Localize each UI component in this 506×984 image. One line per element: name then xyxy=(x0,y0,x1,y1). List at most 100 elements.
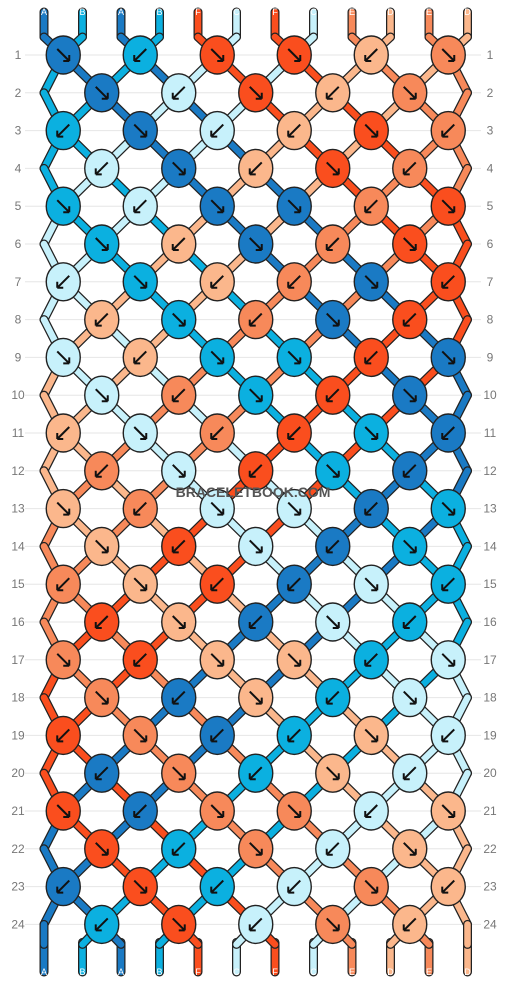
knot-arrow-icon xyxy=(249,86,263,100)
knot-arrow-icon xyxy=(133,577,148,592)
knot-arrow-icon xyxy=(325,539,340,554)
knot-arrow-icon xyxy=(287,501,302,516)
knot-arrow-icon xyxy=(287,653,302,667)
knot-arrow-icon xyxy=(287,577,301,592)
knot-arrow-icon xyxy=(402,615,417,629)
strand-label-bottom: A xyxy=(41,967,47,977)
knot-arrow-icon xyxy=(287,275,301,289)
knot-arrow-icon xyxy=(95,86,109,100)
knot-arrow-icon xyxy=(210,48,225,62)
knot-arrow-icon xyxy=(210,275,224,289)
knot-arrow-icon xyxy=(441,275,455,289)
strand-label-bottom: D xyxy=(387,967,394,977)
row-label-right: 18 xyxy=(483,691,497,705)
row-label-right: 24 xyxy=(483,917,497,931)
watermark-text: BRACELETBOOK.COM xyxy=(176,484,331,500)
knot-arrow-icon xyxy=(56,879,70,894)
knot-arrow-icon xyxy=(326,917,340,932)
row-label-right: 19 xyxy=(483,728,497,742)
knot-arrow-icon xyxy=(441,426,455,440)
knot-arrow-icon xyxy=(172,161,186,176)
row-label-left: 7 xyxy=(15,275,22,289)
knot-arrow-icon xyxy=(364,653,378,667)
knot-arrow-icon xyxy=(248,312,263,327)
row-label-left: 16 xyxy=(11,615,25,629)
knot-arrow-icon xyxy=(210,350,225,365)
knot-arrow-icon xyxy=(248,161,263,176)
strand-label-top: F xyxy=(195,7,201,17)
row-label-right: 23 xyxy=(483,880,497,894)
knot-arrow-icon xyxy=(403,690,417,705)
knot-arrow-icon xyxy=(441,123,455,138)
row-label-left: 13 xyxy=(11,502,25,516)
row-label-right: 21 xyxy=(483,804,497,818)
strand-label-top: D xyxy=(387,7,394,17)
knot-arrow-icon xyxy=(172,615,186,629)
knot-arrow-icon xyxy=(210,123,224,138)
strand-label-top: C xyxy=(310,7,317,17)
knot-arrow-icon xyxy=(56,653,71,667)
strand-label-bottom: B xyxy=(156,967,162,977)
knot-arrow-icon xyxy=(441,199,456,214)
row-label-left: 8 xyxy=(15,313,22,327)
knot-arrow-icon xyxy=(364,275,379,289)
knot-arrow-icon xyxy=(364,350,378,365)
knot-arrow-icon xyxy=(133,804,147,818)
knot-arrow-icon xyxy=(94,766,109,781)
knot-arrow-icon xyxy=(248,917,263,932)
knot-arrow-icon xyxy=(210,804,225,818)
knot-arrow-icon xyxy=(326,464,340,478)
knot-arrow-icon xyxy=(249,388,263,403)
knot-arrow-icon xyxy=(133,653,147,667)
row-label-left: 6 xyxy=(15,237,22,251)
knot-arrow-icon xyxy=(249,539,263,554)
knot-arrow-icon xyxy=(325,86,340,100)
strand-label-top: B xyxy=(79,7,85,17)
row-label-right: 16 xyxy=(483,615,497,629)
knot-arrow-icon xyxy=(441,577,455,592)
knot-arrow-icon xyxy=(133,123,148,138)
strand-label-bottom: E xyxy=(426,967,432,977)
knot-arrow-icon xyxy=(364,728,379,743)
strand-label-bottom: D xyxy=(464,967,471,977)
row-label-left: 4 xyxy=(15,161,22,175)
knot-arrow-icon xyxy=(364,123,379,138)
knot-arrow-icon xyxy=(403,842,417,856)
knot-arrow-icon xyxy=(172,766,186,781)
knot-arrow-icon xyxy=(171,690,186,705)
strand-label-top: A xyxy=(41,7,47,17)
row-label-left: 24 xyxy=(11,917,25,931)
knot-arrow-icon xyxy=(326,615,340,629)
strand-label-bottom: E xyxy=(349,967,355,977)
knot-arrow-icon xyxy=(171,388,186,403)
knot-arrow-icon xyxy=(56,501,71,516)
row-label-right: 14 xyxy=(483,539,497,553)
knot-arrow-icon xyxy=(94,464,109,478)
row-label-right: 11 xyxy=(484,426,497,440)
knot-arrow-icon xyxy=(133,48,147,62)
knot-arrow-icon xyxy=(364,501,378,516)
knot-arrow-icon xyxy=(210,728,224,743)
strand-label-top: D xyxy=(464,7,471,17)
knot-arrow-icon xyxy=(133,199,147,214)
strand-label-top: E xyxy=(426,7,432,17)
knot-arrow-icon xyxy=(56,123,70,138)
knot-arrow-icon xyxy=(441,350,456,365)
knot-arrow-icon xyxy=(56,426,70,440)
knot-arrow-icon xyxy=(325,842,340,856)
knot-arrow-icon xyxy=(210,653,225,667)
knot-arrow-icon xyxy=(133,501,147,516)
knot-arrow-icon xyxy=(95,539,109,554)
knot-arrow-icon xyxy=(402,464,417,478)
row-label-left: 14 xyxy=(11,539,25,553)
knot-arrow-icon xyxy=(441,879,455,894)
knot-arrow-icon xyxy=(364,48,378,62)
row-label-right: 17 xyxy=(483,653,497,667)
row-label-right: 9 xyxy=(487,350,494,364)
knot-arrow-icon xyxy=(402,312,417,327)
knot-arrow-icon xyxy=(56,48,71,62)
knot-arrow-icon xyxy=(133,275,148,289)
